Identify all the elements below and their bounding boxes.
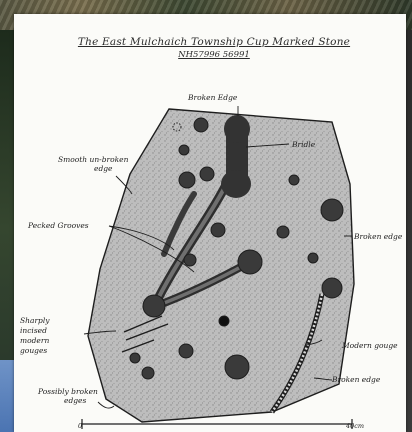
label-broken-edge-right: Broken edge — [354, 232, 402, 241]
cup-mark — [179, 145, 189, 155]
cup-mark — [143, 295, 165, 317]
drawing-sheet: The East Mulchaich Township Cup Marked S… — [14, 14, 406, 432]
bridle-cup-bottom — [221, 170, 251, 198]
cup-mark — [211, 223, 225, 237]
cup-mark — [277, 226, 289, 238]
bridle-cup-top — [224, 115, 250, 143]
scale-bar — [82, 419, 352, 429]
label-bridle: Bridle — [292, 140, 315, 149]
cup-mark — [321, 199, 343, 221]
label-broken-edge-top: Broken Edge — [188, 93, 237, 102]
label-sharply-4: gouges — [20, 346, 47, 355]
cup-mark — [289, 175, 299, 185]
scale-start-label: 0 — [78, 422, 82, 431]
scale-end-label: 40cm — [346, 422, 364, 431]
label-smooth-unbroken-edge-1: Smooth un-broken — [58, 155, 128, 164]
cup-mark — [194, 118, 208, 132]
cup-mark — [179, 344, 193, 358]
label-possibly-broken-1: Possibly broken — [38, 387, 98, 396]
label-sharply-3: modern — [20, 336, 49, 345]
cup-mark — [200, 167, 214, 181]
cup-mark — [308, 253, 318, 263]
label-possibly-broken-2: edges — [64, 396, 86, 405]
cup-mark — [142, 367, 154, 379]
label-smooth-unbroken-edge-2: edge — [94, 164, 112, 173]
cup-mark — [179, 172, 195, 188]
label-sharply-1: Sharply — [20, 316, 49, 325]
label-broken-edge-bottom: Broken edge — [332, 375, 380, 384]
label-pecked-grooves: Pecked Grooves — [28, 221, 89, 230]
label-sharply-2: incised — [20, 326, 47, 335]
cup-mark — [184, 254, 196, 266]
cup-mark — [238, 250, 262, 274]
cup-mark — [322, 278, 342, 298]
cup-mark — [225, 355, 249, 379]
label-modern-gouge: Modern gouge — [342, 341, 398, 350]
cup-mark — [219, 316, 229, 326]
cup-mark — [130, 353, 140, 363]
